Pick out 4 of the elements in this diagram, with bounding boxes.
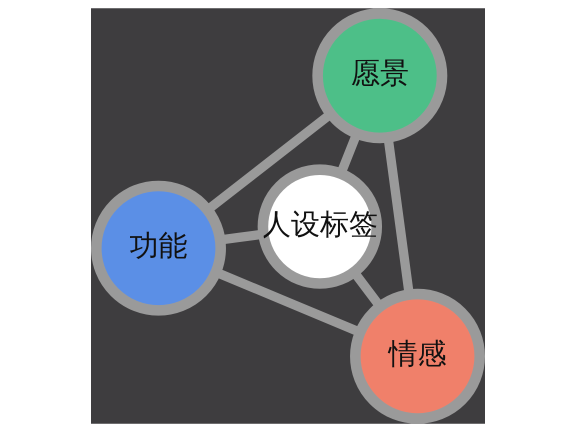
- node-circle: 愿景: [312, 8, 448, 144]
- node-circle: 情感: [350, 288, 485, 424]
- node-circle: 功能: [91, 180, 226, 316]
- node-circle: 人设标签: [258, 164, 382, 289]
